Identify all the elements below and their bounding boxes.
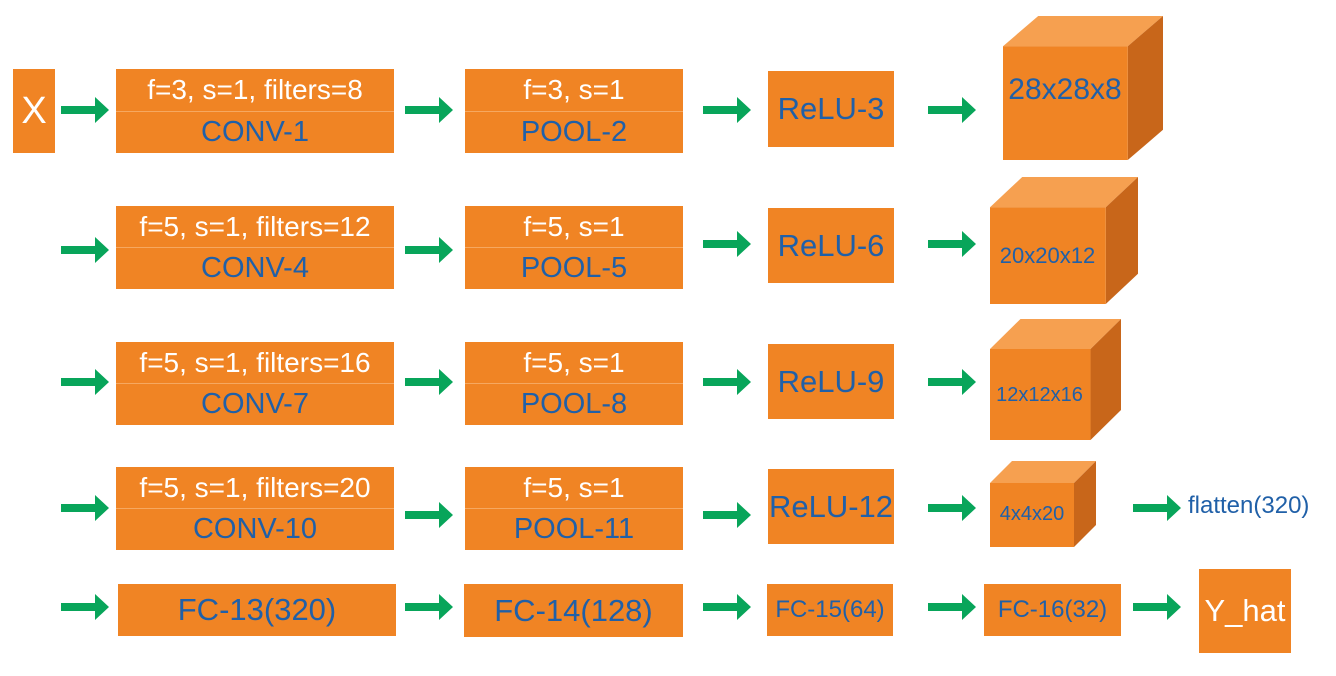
conv-params: f=3, s=1, filters=8 [116, 69, 394, 112]
conv-params: f=5, s=1, filters=20 [116, 467, 394, 509]
pool-params: f=5, s=1 [465, 206, 683, 248]
conv-layer-4: f=5, s=1, filters=12 CONV-4 [116, 206, 394, 289]
fc-label: FC-15(64) [775, 596, 885, 623]
arrow-icon [1133, 495, 1181, 521]
conv-layer-7: f=5, s=1, filters=16 CONV-7 [116, 342, 394, 425]
relu-label: ReLU-6 [777, 227, 885, 263]
arrow-icon [405, 594, 453, 620]
pool-label: POOL-2 [520, 115, 628, 148]
fc-label: FC-13(320) [177, 592, 337, 627]
arrow-icon [928, 97, 976, 123]
conv-label: CONV-7 [201, 388, 309, 420]
fc-layer-14: FC-14(128) [464, 584, 683, 637]
relu-layer-6: ReLU-6 [768, 208, 894, 283]
input-label: X [21, 89, 47, 132]
volume-cube-2: 20x20x12 [990, 177, 1138, 304]
arrow-icon [405, 502, 453, 528]
arrow-icon [928, 594, 976, 620]
volume-label: 4x4x20 [999, 503, 1065, 525]
pool-layer-2: f=3, s=1 POOL-2 [465, 69, 683, 153]
flatten-label: flatten(320) [1188, 492, 1310, 519]
conv-params: f=5, s=1, filters=16 [116, 342, 394, 384]
arrow-icon [405, 97, 453, 123]
arrow-icon [61, 369, 109, 395]
pool-layer-11: f=5, s=1 POOL-11 [465, 467, 683, 550]
arrow-icon [703, 502, 751, 528]
conv-label: CONV-4 [201, 252, 309, 284]
arrow-icon [928, 495, 976, 521]
volume-cube-3: 12x12x16 [990, 319, 1121, 440]
fc-layer-16: FC-16(32) [984, 584, 1121, 636]
pool-label: POOL-11 [513, 513, 635, 545]
relu-layer-3: ReLU-3 [768, 71, 894, 147]
conv-params: f=5, s=1, filters=12 [116, 206, 394, 248]
arrow-icon [703, 594, 751, 620]
conv-label: CONV-1 [201, 115, 309, 148]
arrow-icon [928, 369, 976, 395]
fc-layer-13: FC-13(320) [118, 584, 396, 636]
output-label: Y_hat [1204, 593, 1286, 628]
conv-layer-10: f=5, s=1, filters=20 CONV-10 [116, 467, 394, 550]
output-node: Y_hat [1199, 569, 1291, 653]
arrow-icon [928, 231, 976, 257]
fc-label: FC-14(128) [494, 592, 653, 628]
volume-label: 28x28x8 [1008, 73, 1122, 106]
arrow-icon [61, 237, 109, 263]
pool-layer-8: f=5, s=1 POOL-8 [465, 342, 683, 425]
relu-label: ReLU-12 [768, 488, 894, 524]
conv-label: CONV-10 [192, 513, 318, 545]
volume-label: 20x20x12 [999, 243, 1096, 268]
volume-label: 12x12x16 [996, 384, 1083, 406]
arrow-icon [703, 231, 751, 257]
pool-layer-5: f=5, s=1 POOL-5 [465, 206, 683, 289]
pool-label: POOL-8 [520, 388, 628, 420]
arrow-icon [405, 237, 453, 263]
arrow-icon [703, 369, 751, 395]
volume-cube-4: 4x4x20 [990, 461, 1096, 547]
relu-label: ReLU-9 [777, 363, 885, 399]
volume-cube-1: 28x28x8 [1003, 16, 1163, 160]
input-node: X [13, 69, 55, 153]
pool-params: f=3, s=1 [465, 69, 683, 112]
pool-params: f=5, s=1 [465, 342, 683, 384]
arrow-icon [1133, 594, 1181, 620]
relu-label: ReLU-3 [777, 91, 885, 126]
relu-layer-12: ReLU-12 [768, 469, 894, 544]
arrow-icon [703, 97, 751, 123]
pool-label: POOL-5 [520, 252, 628, 284]
arrow-icon [61, 495, 109, 521]
fc-layer-15: FC-15(64) [767, 584, 893, 636]
pool-params: f=5, s=1 [465, 467, 683, 509]
relu-layer-9: ReLU-9 [768, 344, 894, 419]
arrow-icon [61, 97, 109, 123]
arrow-icon [405, 369, 453, 395]
fc-label: FC-16(32) [997, 596, 1108, 623]
arrow-icon [61, 594, 109, 620]
conv-layer-1: f=3, s=1, filters=8 CONV-1 [116, 69, 394, 153]
